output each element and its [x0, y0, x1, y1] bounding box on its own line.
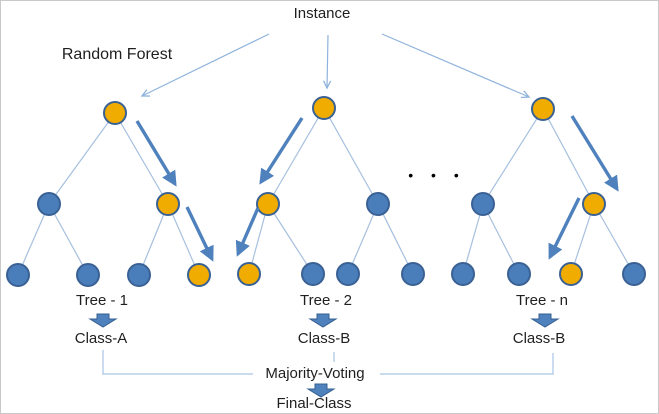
instance-arrow-to-tree-n-icon [381, 33, 531, 99]
tree-n-result-arrow-icon [530, 313, 560, 328]
tree-1-path-arrow-icon [135, 120, 177, 187]
tree-2-right-node [366, 192, 390, 216]
tree-n-leaf-node [622, 262, 646, 286]
tree-1-path-arrow-icon [185, 206, 214, 262]
tree-2-path-arrow-icon [259, 117, 304, 185]
tree-2-label: Tree - 2 [300, 292, 352, 309]
tree-1-result-arrow-icon [88, 313, 118, 328]
instance-label: Instance [293, 5, 351, 22]
tree-n-class-result: Class-B [512, 330, 566, 347]
tree-2-result-arrow-icon [308, 313, 338, 328]
tree-n-graphic [451, 97, 646, 286]
instance-dispatch-arrows [140, 33, 531, 99]
instance-arrow-to-tree-2-icon [322, 34, 332, 90]
random-forest-title: Random Forest [61, 46, 173, 63]
voting-connectors [102, 350, 554, 375]
tree-1-leaf-node [76, 263, 100, 287]
final-class-label: Final-Class [276, 395, 352, 412]
tree-1-label: Tree - 1 [76, 292, 128, 309]
tree-n-leaf-node [507, 262, 531, 286]
tree-2-class-result: Class-B [297, 330, 351, 347]
tree-2-leaf-node [401, 262, 425, 286]
tree-1-leaf-node [6, 263, 30, 287]
tree-2-left-node [256, 192, 280, 216]
tree-1-left-node [37, 192, 61, 216]
tree-n-label: Tree - n [516, 292, 568, 309]
tree-1-graphic [6, 101, 214, 287]
tree-2-leaf-node [336, 262, 360, 286]
final-class-arrow-icon [306, 383, 336, 398]
majority-voting-label: Majority-Voting [265, 365, 365, 382]
tree-2-leaf-node [301, 262, 325, 286]
tree-1-class-result: Class-A [74, 330, 128, 347]
tree-2-graphic [235, 96, 425, 286]
tree-1-root-node [103, 101, 127, 125]
tree-1-right-node [156, 192, 180, 216]
tree-n-path-arrow-icon [548, 197, 581, 260]
tree-2-leaf-node [237, 262, 261, 286]
tree-2-root-node [312, 96, 336, 120]
tree-2-path-arrow-icon [235, 207, 260, 257]
tree-n-root-node [531, 97, 555, 121]
tree-1-leaf-node [127, 263, 151, 287]
tree-n-leaf-node [559, 262, 583, 286]
ellipsis-more-trees: • • • [408, 167, 466, 183]
tree-n-leaf-node [451, 262, 475, 286]
tree-n-path-arrow-icon [570, 115, 619, 192]
tree-1-leaf-node [187, 263, 211, 287]
block-arrows [88, 313, 560, 398]
tree-n-left-node [471, 192, 495, 216]
instance-arrow-to-tree-1-icon [140, 33, 270, 97]
tree-n-right-node [582, 192, 606, 216]
